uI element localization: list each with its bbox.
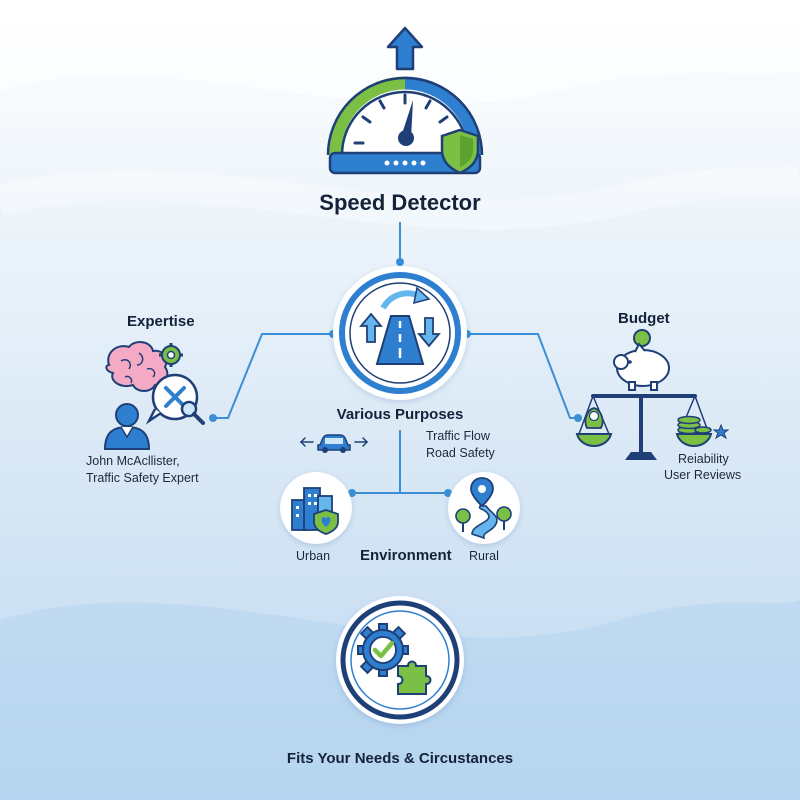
expertise-heading: Expertise [127, 313, 195, 330]
gear-puzzle-icon [340, 600, 460, 720]
expert-name: John McAcllister, [86, 454, 180, 468]
urban-label: Urban [296, 549, 331, 563]
footer-caption: Fits Your Needs & Circustances [286, 750, 514, 767]
purposes-heading: Various Purposes [336, 406, 464, 423]
purpose-road-safety: Road Safety [426, 446, 495, 460]
budget-user-reviews: User Reviews [664, 468, 742, 482]
purpose-traffic-flow: Traffic Flow [426, 429, 490, 443]
car-icon [299, 434, 369, 453]
rural-road-icon [455, 477, 512, 540]
environment-heading: Environment [360, 547, 452, 564]
rural-label: Rural [469, 549, 499, 563]
expert-brain-icon [103, 341, 205, 450]
title: Speed Detector [319, 190, 481, 215]
expert-role: Traffic Safety Expert [86, 471, 199, 485]
city-buildings-icon [291, 487, 339, 535]
budget-scale-icon [575, 329, 730, 460]
budget-reliability: Reiability [678, 452, 729, 466]
road-directions-icon [339, 272, 461, 394]
budget-heading: Budget [618, 310, 670, 327]
speedometer-icon [326, 26, 484, 175]
